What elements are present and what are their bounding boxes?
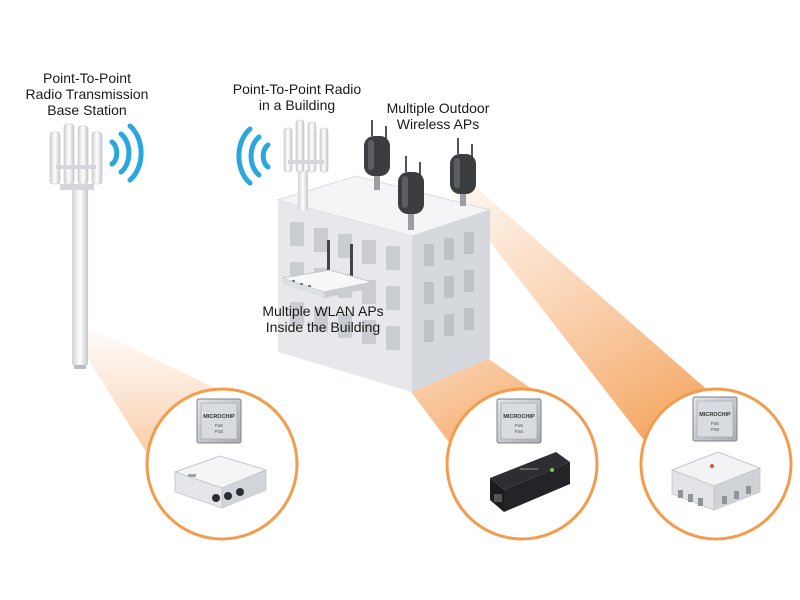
router-icon [281, 240, 373, 298]
outdoor-ap-icon [450, 138, 476, 206]
svg-text:PSE: PSE [514, 429, 523, 434]
label-building-radio-line2: in a Building [258, 97, 336, 113]
poe-device-icon [173, 455, 268, 509]
label-base-station-line3: Base Station [47, 102, 127, 118]
chip-icon: MICROCHIP PoE PSE [196, 398, 242, 444]
svg-text:PSE: PSE [214, 429, 223, 434]
outdoor-ap-icon [398, 156, 424, 230]
label-outdoor-aps: Multiple Outdoor Wireless APs [368, 100, 508, 132]
chip-brand: MICROCHIP [699, 412, 731, 418]
beam-right [450, 182, 728, 448]
building-radio-antenna [283, 119, 329, 210]
svg-text:PoE: PoE [711, 421, 720, 426]
chip-icon: MICROCHIP PoE PSE [496, 398, 542, 444]
svg-text:PoE: PoE [515, 423, 524, 428]
svg-text:PoE: PoE [215, 423, 224, 428]
label-building-radio-line1: Point-To-Point Radio [232, 81, 362, 97]
outdoor-ap-icon [364, 120, 390, 190]
wifi-signal-icon [109, 123, 144, 183]
office-building [276, 175, 492, 392]
label-base-station: Point-To-Point Radio Transmission Base S… [22, 70, 152, 118]
antenna-icon [49, 123, 103, 190]
label-outdoor-aps-line2: Wireless APs [396, 116, 480, 132]
wifi-signal-icon [236, 126, 271, 186]
label-base-station-line2: Radio Transmission [25, 86, 149, 102]
label-outdoor-aps-line1: Multiple Outdoor [386, 100, 490, 116]
label-building-radio: Point-To-Point Radio in a Building [222, 81, 372, 113]
poe-device-icon [670, 451, 762, 511]
label-wlan-aps: Multiple WLAN APs Inside the Building [248, 303, 398, 335]
label-wlan-aps-line2: Inside the Building [265, 319, 381, 335]
chip-icon: MICROCHIP PoE PSE [692, 396, 738, 442]
base-station-tower [49, 123, 103, 369]
svg-text:PSE: PSE [710, 427, 719, 432]
label-wlan-aps-line1: Multiple WLAN APs [262, 303, 384, 319]
chip-brand: MICROCHIP [203, 414, 235, 420]
label-base-station-line1: Point-To-Point [43, 70, 131, 86]
device-circle-middle [445, 387, 599, 541]
antenna-icon [283, 119, 329, 173]
poe-device-icon [490, 452, 570, 512]
chip-brand: MICROCHIP [503, 414, 535, 420]
